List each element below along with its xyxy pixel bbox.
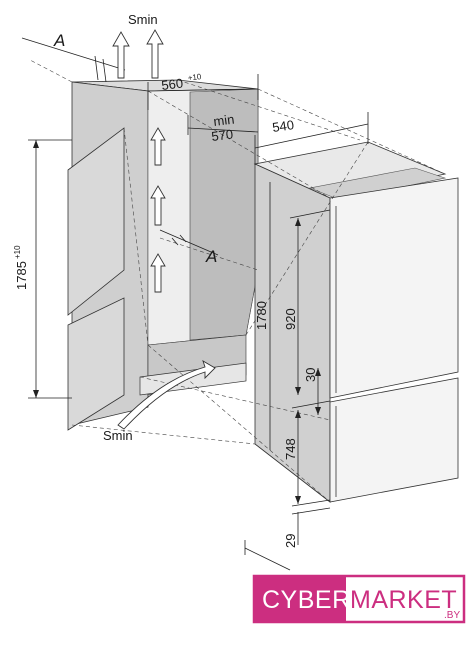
- dim-niche-height-tol: +10: [13, 245, 22, 259]
- a-middle-label: A: [205, 247, 217, 266]
- air-inner-arrow-1: [150, 127, 166, 166]
- logo-left-text: CYBER: [262, 586, 351, 614]
- dim-lower-door: 748: [283, 438, 298, 460]
- air-out-arrow-1: [112, 31, 130, 79]
- niche-doors: [67, 127, 125, 431]
- dim-niche-height: 1785: [14, 261, 29, 290]
- dim-bottom-gap: 29: [283, 534, 298, 548]
- air-inner-arrow-3: [150, 253, 166, 293]
- dim-unit-depth: 540: [271, 117, 295, 135]
- airflow-arrows: [112, 29, 216, 430]
- refrigerator-unit: [253, 141, 459, 503]
- dimension-lines: [21, 37, 369, 571]
- smin-top-label: Smin: [128, 12, 158, 27]
- diagram-labels: Smin A A Smin 560 +10 min 570 540 1785 +…: [13, 12, 318, 548]
- air-in-arrow: [117, 360, 216, 430]
- dim-door-gap: 30: [303, 368, 318, 382]
- air-out-arrow-2: [146, 29, 164, 79]
- dim-niche-depth: 570: [211, 126, 234, 144]
- dim-unit-height: 1780: [254, 301, 269, 330]
- dim-niche-width: 560: [161, 75, 184, 93]
- a-top-label: A: [53, 31, 65, 50]
- smin-bottom-label: Smin: [103, 428, 133, 443]
- logo-right-text: MARKET: [350, 586, 457, 614]
- logo-tld-text: .BY: [444, 610, 460, 621]
- dim-min-label: min: [213, 112, 236, 129]
- dimension-arrowheads: [33, 140, 321, 504]
- air-inner-arrow-2: [150, 185, 166, 226]
- dim-upper-door: 920: [283, 308, 298, 330]
- cybermarket-logo: CYBER MARKET .BY: [252, 574, 466, 624]
- dim-niche-width-tol: +10: [187, 72, 202, 83]
